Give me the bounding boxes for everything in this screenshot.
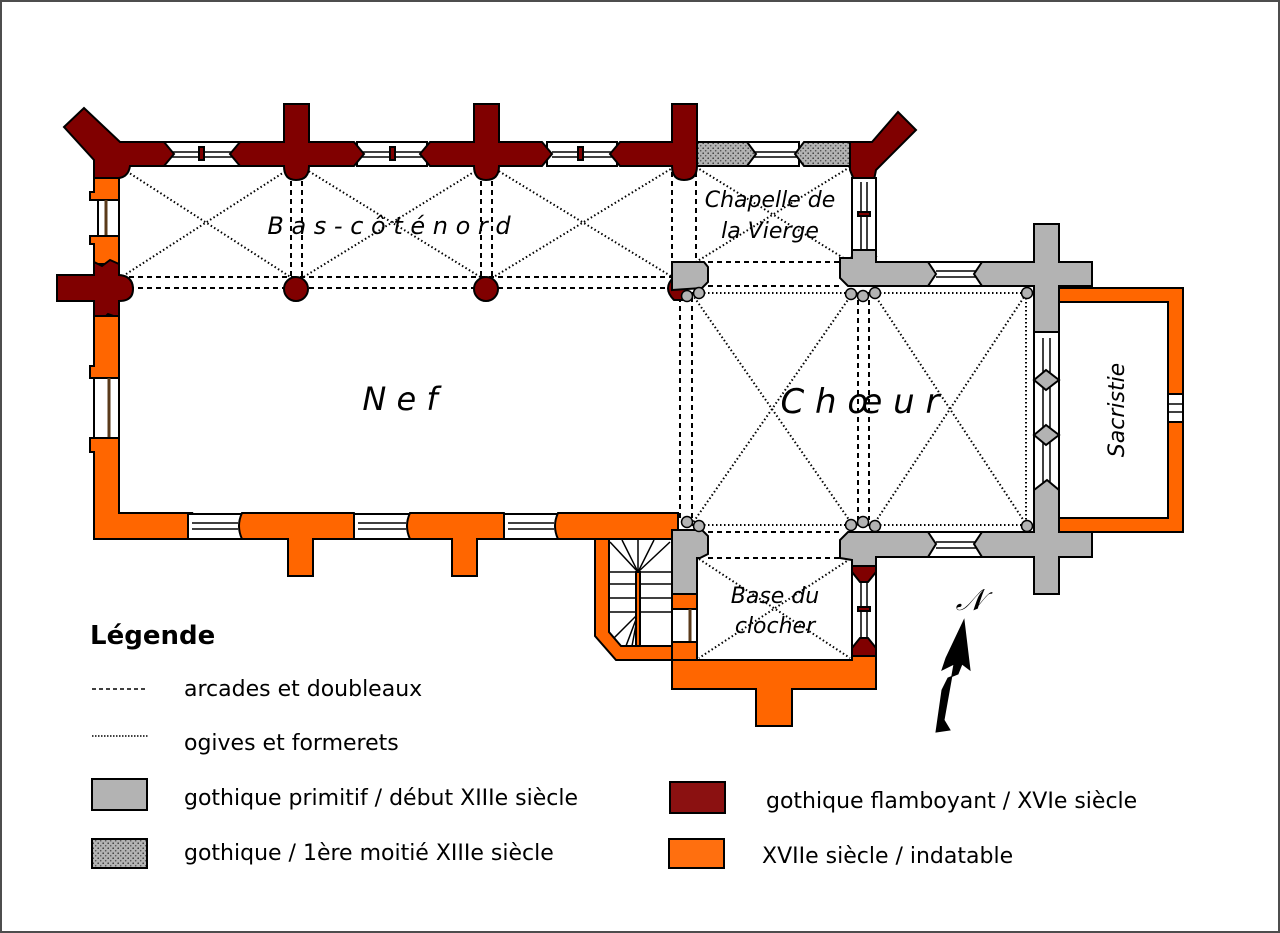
legend-label: gothique / 1ère moitié XIIIe siècle	[184, 841, 554, 866]
pier	[473, 276, 499, 302]
buttress	[972, 478, 1093, 595]
arcade-lines	[120, 172, 870, 559]
chapel-wall-section	[696, 141, 758, 167]
buttress	[56, 258, 135, 322]
label-chapelle-line1: Chapelle de	[705, 188, 836, 213]
wall-segment	[89, 177, 120, 201]
corner-buttress	[62, 106, 176, 184]
buttress	[228, 103, 366, 182]
buttress	[238, 512, 358, 577]
mullion	[857, 211, 871, 217]
window	[851, 177, 877, 259]
ogive-lines	[119, 166, 1027, 659]
north-arrow: 𝒩	[935, 583, 994, 733]
label-chapelle-line2: la Vierge	[721, 219, 819, 244]
legend-label: XVIIe siècle / indatable	[762, 844, 1013, 869]
buttress	[418, 103, 554, 182]
buttress	[406, 512, 508, 577]
stair-tower	[594, 538, 673, 661]
label-bas-cote-nord: B a s - c ô t é n o r d	[267, 212, 511, 240]
wall-segment	[89, 437, 194, 540]
choir-walls	[667, 223, 1093, 595]
ogive	[301, 166, 483, 279]
window	[353, 513, 411, 540]
bell-tower-base	[671, 565, 877, 727]
pier	[839, 531, 938, 567]
newel	[635, 571, 641, 647]
mullion	[577, 146, 584, 161]
legend-label: arcades et doubleaux	[184, 677, 422, 702]
buttress	[608, 103, 698, 182]
buttress	[972, 223, 1093, 344]
mullion	[857, 606, 871, 612]
window	[1033, 331, 1060, 493]
window	[1167, 393, 1184, 423]
ogive	[695, 166, 851, 263]
window	[503, 513, 559, 540]
wall-segment	[671, 641, 698, 661]
sacristy-wall	[1058, 287, 1184, 533]
label-base-clocher-line2: clocher	[735, 614, 817, 639]
north-label: 𝒩	[956, 583, 994, 618]
pier	[671, 261, 709, 292]
north-wall	[62, 103, 918, 259]
wall-segment	[89, 235, 120, 265]
chapel-wall-section	[793, 141, 851, 167]
pier	[671, 529, 709, 595]
south-wall	[187, 512, 679, 577]
wall-segment	[89, 315, 120, 379]
legend-label: ogives et formerets	[184, 731, 399, 756]
west-wall	[56, 177, 194, 540]
wall-segment	[554, 512, 679, 540]
corner-buttress	[849, 110, 918, 190]
mullion	[1032, 423, 1061, 447]
window	[187, 513, 243, 540]
label-sacristie: Sacristie	[1105, 363, 1130, 457]
mullion	[198, 146, 205, 161]
sacristy	[1058, 287, 1184, 533]
ogive	[695, 166, 851, 263]
legend-label: gothique flamboyant / XVIe siècle	[766, 789, 1137, 814]
legend-swatch-gray	[91, 778, 148, 811]
ogive	[691, 293, 853, 525]
window	[93, 377, 120, 439]
north-arrow-icon	[935, 618, 971, 733]
legend-swatch-dotted-gray	[91, 838, 148, 869]
label-nef: N e f	[362, 380, 442, 418]
ogive	[301, 166, 483, 279]
legend-label: gothique primitif / début XIIIe siècle	[184, 786, 578, 811]
legend-title: Légende	[90, 621, 215, 651]
pier	[283, 276, 309, 302]
colonnettes	[680, 286, 1034, 533]
window-jamb	[851, 637, 877, 657]
label-choeur: C h œ u r	[781, 382, 942, 422]
label-base-clocher-line1: Base du	[731, 584, 819, 609]
legend: Légende arcades et doubleaux ogives et f…	[90, 621, 1137, 869]
room-labels: B a s - c ô t é n o r d N e f C h œ u r …	[267, 188, 1130, 639]
legend-swatch-orange	[668, 838, 725, 869]
ogive	[119, 166, 293, 279]
wall-segment	[671, 593, 698, 610]
nave-piers	[283, 276, 499, 302]
ogive	[119, 166, 293, 279]
pier	[839, 249, 938, 287]
mullion	[389, 146, 396, 161]
mullion	[1032, 368, 1061, 392]
doorway	[671, 608, 698, 643]
legend-swatch-dark-red	[669, 781, 726, 814]
window	[97, 199, 120, 237]
